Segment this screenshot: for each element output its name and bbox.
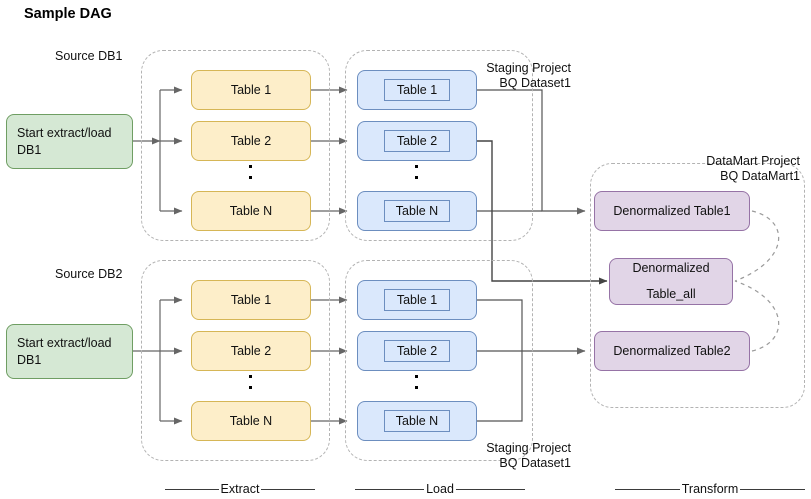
node-label: Table 1 <box>230 82 272 97</box>
extract-container-db2 <box>141 260 330 461</box>
inner-table-box: Table 2 <box>384 340 450 362</box>
transform-container-datamart <box>590 163 805 408</box>
page-title: Sample DAG <box>24 6 112 22</box>
phase-extract-label: Extract <box>220 482 260 496</box>
load-staging1-table-2[interactable]: Table 2 <box>357 121 477 161</box>
start-node-db1[interactable]: Start extract/load DB1 <box>6 114 133 169</box>
node-label: Table N <box>229 413 273 428</box>
load-staging2-caption-line1: Staging Project <box>486 441 571 455</box>
source-label-db1: Source DB1 <box>55 49 123 63</box>
load1-to-denorm-table-all <box>477 140 608 285</box>
phase-rule-right <box>261 488 315 490</box>
denormalized-table-all-node[interactable]: Denormalized Table_all <box>609 258 733 305</box>
extract-db2-table-2[interactable]: Table 2 <box>191 331 311 371</box>
start-node-db1-label: Start extract/load DB1 <box>17 125 112 157</box>
load-staging1-table-1[interactable]: Table 1 <box>357 70 477 110</box>
phase-transform: Transform <box>615 482 805 496</box>
node-label: Table N <box>229 203 273 218</box>
load-staging2-caption-line2: BQ Dataset1 <box>499 456 571 470</box>
load1-to-denorm-table1 <box>477 89 586 215</box>
extract-db1-ellipsis <box>249 165 252 179</box>
load-container-staging2 <box>345 260 533 461</box>
phase-load: Load <box>355 482 525 496</box>
node-label: Table 2 <box>230 133 272 148</box>
datamart-caption-line1: DataMart Project <box>706 154 800 168</box>
phase-load-label: Load <box>426 482 454 496</box>
inner-table-box: Table 1 <box>384 289 450 311</box>
datamart-feedback-curves <box>734 210 780 352</box>
load2-to-denorm-table2 <box>477 299 586 422</box>
load-staging1-caption-line2: BQ Dataset1 <box>499 76 571 90</box>
extract-db1-table-n[interactable]: Table N <box>191 191 311 231</box>
load-staging2-table-2[interactable]: Table 2 <box>357 331 477 371</box>
denormalized-table2-node[interactable]: Denormalized Table2 <box>594 331 750 371</box>
source-label-db2: Source DB2 <box>55 267 123 281</box>
extract-db1-table-1[interactable]: Table 1 <box>191 70 311 110</box>
node-label: Denormalized Table2 <box>613 343 731 358</box>
extract-db1-table-2[interactable]: Table 2 <box>191 121 311 161</box>
load-staging2-table-n[interactable]: Table N <box>357 401 477 441</box>
load-staging2-ellipsis <box>415 375 418 389</box>
phase-rule-right <box>455 488 525 490</box>
phase-rule-right <box>740 488 805 490</box>
node-label: Denormalized Table1 <box>613 203 731 218</box>
load-container-staging1 <box>345 50 533 241</box>
denormalized-table1-node[interactable]: Denormalized Table1 <box>594 191 750 231</box>
extract-db2-table-n[interactable]: Table N <box>191 401 311 441</box>
load-staging1-table-n[interactable]: Table N <box>357 191 477 231</box>
node-label: Table 2 <box>230 343 272 358</box>
start-node-db2[interactable]: Start extract/load DB1 <box>6 324 133 379</box>
node-label-line1: Denormalized <box>632 261 710 276</box>
phase-rule-left <box>355 488 425 490</box>
phase-extract: Extract <box>165 482 315 496</box>
extract-db2-table-1[interactable]: Table 1 <box>191 280 311 320</box>
phase-rule-left <box>615 488 680 490</box>
load-staging2-table-1[interactable]: Table 1 <box>357 280 477 320</box>
inner-table-box: Table 1 <box>384 79 450 101</box>
inner-table-box: Table 2 <box>384 130 450 152</box>
load-staging1-caption-line1: Staging Project <box>486 61 571 75</box>
extract-db2-ellipsis <box>249 375 252 389</box>
datamart-caption-line2: BQ DataMart1 <box>720 169 800 183</box>
node-label-line2: Table_all <box>646 287 696 301</box>
node-label: Table 1 <box>230 292 272 307</box>
phase-rule-left <box>165 488 219 490</box>
extract-container-db1 <box>141 50 330 241</box>
inner-table-box: Table N <box>384 410 450 432</box>
phase-transform-label: Transform <box>681 482 739 496</box>
inner-table-box: Table N <box>384 200 450 222</box>
load-staging1-ellipsis <box>415 165 418 179</box>
start-node-db2-label: Start extract/load DB1 <box>17 335 112 367</box>
